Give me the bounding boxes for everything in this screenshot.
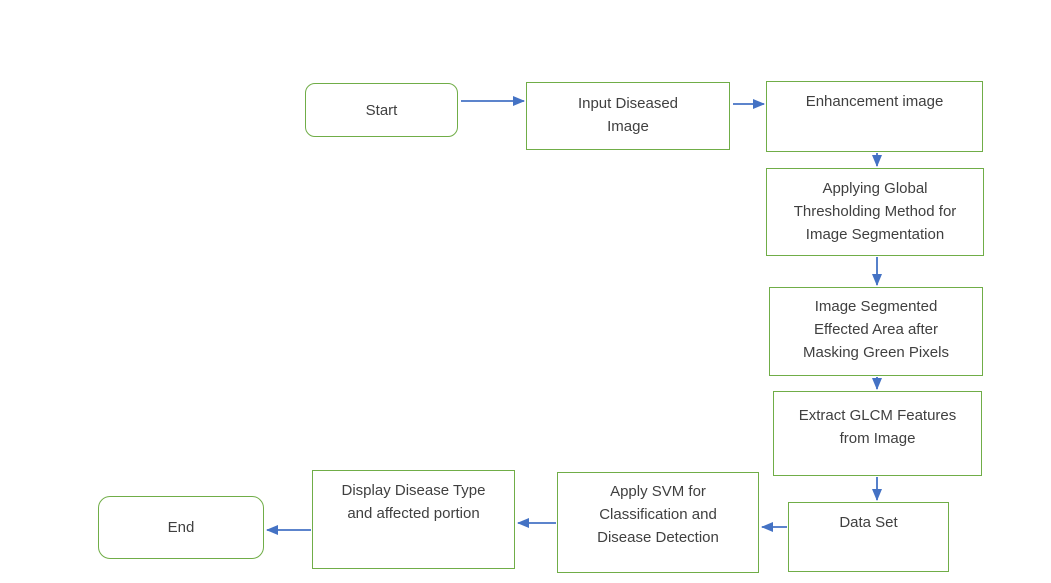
node-data-set: Data Set — [788, 502, 949, 572]
node-enhancement-image: Enhancement image — [766, 81, 983, 152]
node-start: Start — [305, 83, 458, 137]
node-end: End — [98, 496, 264, 559]
